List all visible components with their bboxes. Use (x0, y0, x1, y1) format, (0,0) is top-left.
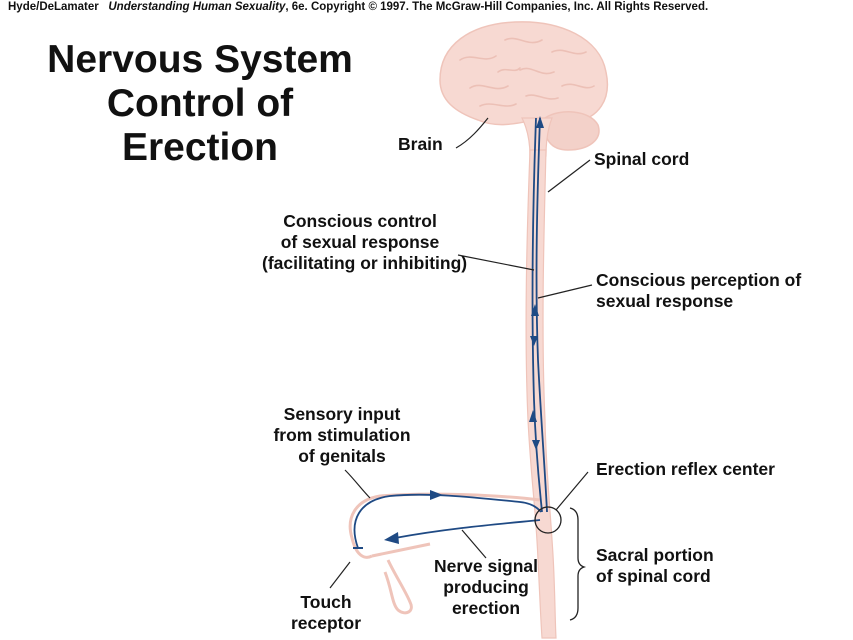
label-nerve-signal: Nerve signal producing erection (418, 556, 554, 619)
ascending-arrowhead (536, 116, 544, 128)
credit-authors: Hyde/DeLamater (8, 1, 99, 13)
descending-arrowhead (532, 440, 540, 450)
ascending-arrowhead (531, 304, 539, 316)
sacral-line-1: Sacral portion (596, 545, 714, 565)
reflex-center-circle (534, 506, 562, 534)
conscious-perception-line-2: sexual response (596, 291, 734, 311)
credit-rest: , 6e. Copyright © 1997. The McGraw-Hill … (285, 1, 709, 13)
leader-spinal-cord (547, 159, 591, 193)
leader-touch-receptor (329, 561, 351, 589)
label-spinal-cord: Spinal cord (594, 149, 690, 169)
sensory-nerve (353, 493, 542, 549)
touch-receptor-line-1: Touch (300, 592, 352, 612)
title-line-2: Control of (106, 82, 294, 125)
leader-conscious-control (457, 254, 535, 271)
conscious-control-line-1: Conscious control (283, 211, 437, 231)
label-brain: Brain (398, 134, 443, 154)
copyright-credit: Hyde/DeLamater Understanding Human Sexua… (8, 1, 708, 13)
brain-folds (459, 37, 595, 107)
spinal-cord (525, 149, 557, 639)
conscious-control-line-2: of sexual response (280, 232, 440, 252)
conscious-control-line-3: (facilitating or inhibiting) (262, 253, 468, 273)
sensory-input-line-1: Sensory input (283, 404, 401, 424)
descending-arrowhead (530, 336, 538, 346)
diagram-title: Nervous System Control of Erection (10, 38, 390, 170)
label-erection-reflex-center: Erection reflex center (596, 459, 775, 479)
genital-outline (371, 542, 431, 615)
sensory-input-line-2: from stimulation (273, 425, 411, 445)
leader-conscious-perception (537, 284, 593, 299)
label-conscious-control: Conscious control of sexual response (fa… (262, 211, 468, 274)
ascending-arrowhead (529, 410, 537, 422)
label-sacral-portion: Sacral portion of spinal cord (596, 545, 714, 587)
brain-cerebellum (543, 111, 600, 151)
sacral-bracket (569, 507, 587, 621)
brain-cerebrum (439, 21, 609, 126)
nerve-signal-line-3: erection (451, 598, 521, 618)
title-line-3: Erection (121, 126, 279, 169)
leader-nerve-signal (461, 529, 487, 559)
sensory-arrowhead (430, 490, 443, 500)
brain-illustration (439, 21, 609, 157)
nerve-signal-line-1: Nerve signal (433, 556, 539, 576)
sensory-input-line-3: of genitals (298, 446, 386, 466)
sacral-line-2: of spinal cord (596, 566, 711, 586)
ascending-pathway (535, 117, 548, 513)
descending-pathway (531, 117, 543, 513)
pelvic-outline (348, 492, 541, 559)
leader-lines (329, 117, 593, 589)
title-line-1: Nervous System (47, 38, 353, 81)
label-touch-receptor: Touch receptor (278, 592, 374, 634)
motor-arrowhead (384, 532, 399, 544)
leader-brain (455, 117, 489, 149)
conscious-perception-line-1: Conscious perception of (596, 270, 802, 290)
touch-receptor-line-2: receptor (290, 613, 362, 633)
motor-nerve (394, 519, 541, 539)
leader-sensory-input (344, 469, 371, 499)
nerve-signal-line-2: producing (443, 577, 529, 597)
leader-reflex-center (555, 471, 589, 511)
label-conscious-perception: Conscious perception of sexual response (596, 270, 801, 312)
credit-book-title: Understanding Human Sexuality (108, 1, 286, 13)
label-sensory-input: Sensory input from stimulation of genita… (262, 404, 422, 467)
